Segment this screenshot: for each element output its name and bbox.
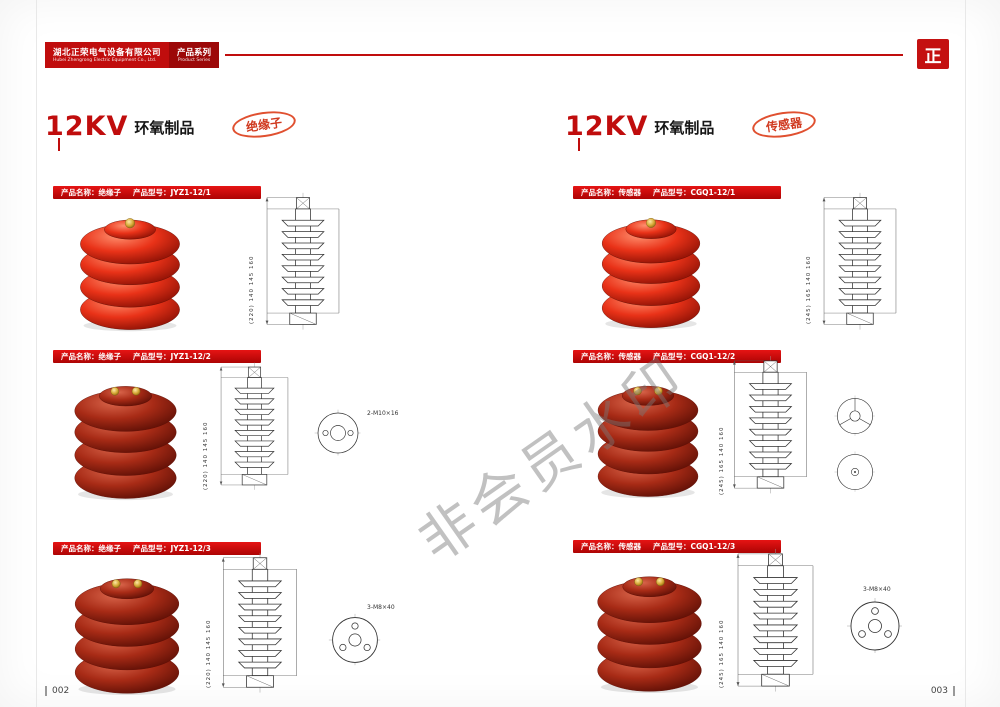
product-label-bar: 产品名称：绝缘子 产品型号：JYZ1-12/3 (53, 542, 261, 555)
product-section: 产品名称：传感器 产品型号：CGQ1-12/3 (565, 540, 965, 705)
header-rule-line (225, 54, 903, 56)
product-type-stamp: 绝缘子 (230, 107, 298, 142)
product-photo (53, 562, 201, 700)
dimension-text: (220) 140 145 160 (249, 255, 255, 324)
company-name-cn: 湖北正荣电气设备有限公司 (53, 47, 162, 58)
product-label-bar: 产品名称：绝缘子 产品型号：JYZ1-12/1 (53, 186, 261, 199)
company-name-en: Hubei Zhengrong Electric Equipment Co., … (53, 57, 157, 63)
dimension-text: (245) 165 140 160 (806, 255, 812, 324)
title-tick (578, 138, 580, 151)
category-label: 环氧制品 (654, 119, 715, 137)
product-section: 产品名称：传感器 产品型号：CGQ1-12/1 (565, 186, 965, 351)
product-section: 产品名称：绝缘子 产品型号：JYZ1-12/3 (45, 542, 475, 707)
section-title-left: 12KV 环氧制品 绝缘子 (45, 98, 298, 142)
series-label-en: Product Series (177, 57, 211, 63)
product-model: 产品型号：JYZ1-12/3 (133, 544, 211, 553)
page-header: 湖北正荣电气设备有限公司 Hubei Zhengrong Electric Eq… (45, 39, 955, 74)
product-name: 产品名称：传感器 (581, 542, 641, 551)
thread-callout: 2-M10×16 (367, 410, 399, 417)
product-model: 产品型号：CGQ1-12/1 (653, 188, 736, 197)
product-type-stamp: 传感器 (750, 107, 818, 142)
product-section: 产品名称：绝缘子 产品型号：JYZ1-12/1 (45, 186, 475, 351)
product-section: 产品名称：传感器 产品型号：CGQ1-12/2 (565, 350, 965, 515)
product-label-bar: 产品名称：绝缘子 产品型号：JYZ1-12/2 (53, 350, 261, 363)
product-series-block: 产品系列 Product Series (169, 42, 220, 68)
product-name: 产品名称：绝缘子 (61, 544, 121, 553)
technical-drawing-bottom-view (833, 450, 877, 494)
technical-drawing-profile (207, 360, 302, 492)
title-tick (58, 138, 60, 151)
product-model: 产品型号：JYZ1-12/1 (133, 188, 211, 197)
product-photo (55, 204, 205, 336)
product-model: 产品型号：CGQ1-12/3 (653, 542, 736, 551)
technical-drawing-profile (723, 352, 818, 497)
technical-drawing-profile (210, 550, 310, 695)
technical-drawing-profile (253, 190, 353, 332)
catalog-page-right: 12KV 环氧制品 传感器 产品名称：传感器 产品型号：CGQ1-12/1 (565, 98, 965, 693)
page-number-right: 003 (931, 686, 955, 696)
voltage-label: 12KV (45, 111, 129, 142)
category-label: 环氧制品 (134, 119, 195, 137)
company-name-block: 湖北正荣电气设备有限公司 Hubei Zhengrong Electric Eq… (45, 42, 170, 68)
product-label-bar: 产品名称：传感器 产品型号：CGQ1-12/3 (573, 540, 781, 553)
product-photo (577, 560, 722, 698)
product-model: 产品型号：JYZ1-12/2 (133, 352, 211, 361)
dimension-text: (245) 165 140 160 (719, 426, 725, 495)
thread-callout: 3-M8×40 (863, 586, 891, 593)
dimension-text: (245) 165 140 160 (719, 619, 725, 688)
series-label-cn: 产品系列 (177, 47, 212, 58)
header-blocks: 湖北正荣电气设备有限公司 Hubei Zhengrong Electric Eq… (45, 42, 220, 68)
product-photo (53, 370, 198, 505)
technical-drawing-bottom-view (327, 612, 383, 668)
product-photo (577, 370, 719, 503)
company-logo: 正 (917, 39, 949, 69)
product-name: 产品名称：传感器 (581, 188, 641, 197)
dimension-text: (220) 140 145 160 (203, 421, 209, 490)
product-label-bar: 产品名称：传感器 产品型号：CGQ1-12/2 (573, 350, 781, 363)
technical-drawing-top-view (833, 394, 877, 438)
product-photo (577, 204, 725, 334)
product-name: 产品名称：传感器 (581, 352, 641, 361)
product-section: 产品名称：绝缘子 产品型号：JYZ1-12/2 (45, 350, 475, 515)
product-name: 产品名称：绝缘子 (61, 352, 121, 361)
page-edge-left (36, 0, 37, 707)
page-edge-right (965, 0, 966, 707)
company-logo-glyph: 正 (924, 46, 942, 67)
technical-drawing-bottom-view (313, 408, 363, 458)
thread-callout: 3-M8×40 (367, 604, 395, 611)
product-model: 产品型号：CGQ1-12/2 (653, 352, 736, 361)
technical-drawing-bottom-view (845, 596, 905, 656)
technical-drawing-profile (810, 190, 910, 332)
dimension-text: (220) 140 145 160 (206, 619, 212, 688)
product-name: 产品名称：绝缘子 (61, 188, 121, 197)
catalog-page-left: 12KV 环氧制品 绝缘子 产品名称：绝缘子 产品型号：JYZ1-12/1 (45, 98, 475, 695)
voltage-label: 12KV (565, 111, 649, 142)
page-number-left: 002 (45, 686, 69, 696)
technical-drawing-profile (723, 546, 828, 694)
section-title-right: 12KV 环氧制品 传感器 (565, 98, 818, 142)
product-label-bar: 产品名称：传感器 产品型号：CGQ1-12/1 (573, 186, 781, 199)
